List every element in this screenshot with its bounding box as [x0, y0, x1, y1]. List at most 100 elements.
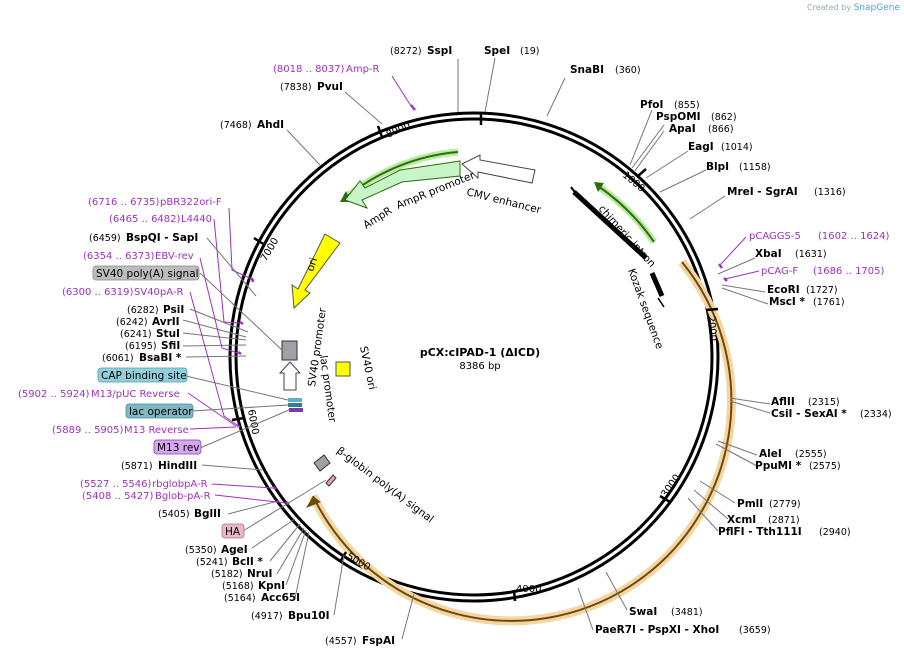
enzyme-pos: (360)	[615, 65, 641, 76]
enzyme-pos: (6242)	[116, 317, 148, 328]
primer-name: M13/pUC Reverse	[91, 389, 180, 400]
enzyme-name: Bpu10I	[288, 610, 330, 622]
cap-site-mark	[288, 398, 302, 402]
orf-arrowhead	[306, 496, 321, 508]
enzyme-pos: (2779)	[769, 499, 801, 510]
enzyme-pos: (862)	[711, 112, 737, 123]
lac-promoter-arrow	[278, 361, 302, 391]
enzyme-name: PflFI - Tth111I	[718, 526, 802, 538]
ha-box	[221, 523, 245, 539]
enzyme-name: HindIII	[158, 460, 197, 472]
chimeric-intron-bar	[572, 190, 648, 260]
enzyme-name: AleI	[759, 448, 782, 460]
enzyme-pos: (1014)	[721, 142, 753, 153]
enzyme-name: PaeR7I - PspXI - XhoI	[595, 624, 719, 636]
primer-marks	[236, 104, 728, 506]
enzyme-name: FspAI	[362, 635, 395, 647]
primer-pos: (6716 .. 6735)	[88, 197, 160, 208]
enzyme-pos: (3481)	[671, 607, 703, 618]
enzyme-name: XcmI	[727, 514, 756, 526]
enzyme-name: PsiI	[163, 304, 184, 316]
bglobin-label: β-globin poly(A) signal	[334, 445, 436, 526]
lac-operator-box	[125, 403, 194, 419]
ori-arrow	[291, 233, 341, 310]
enzyme-name: AhdI	[257, 119, 284, 131]
primer-name: EBV-rev	[155, 251, 194, 262]
enzyme-pos: (4917)	[251, 611, 283, 622]
enzyme-name: BlpI	[706, 161, 729, 173]
enzyme-pos: (1727)	[806, 285, 838, 296]
tick-4000: 4000	[516, 584, 541, 595]
enzyme-name: AgeI	[221, 544, 248, 556]
lac-operator-mark	[288, 403, 302, 407]
cap-site-box	[97, 367, 188, 383]
enzyme-name: BglII	[194, 508, 221, 520]
enzyme-pos: (8272)	[390, 46, 422, 57]
enzyme-name: SnaBI	[570, 64, 604, 76]
lac-promoter-label: lac promoter	[317, 355, 338, 424]
primer-pos: (8018 .. 8037)	[273, 64, 345, 75]
snapgene-credit: Created by SnapGene	[807, 3, 900, 13]
m13-rev-box	[153, 439, 202, 455]
enzyme-pos: (4557)	[325, 636, 357, 647]
ori-label: ori	[304, 256, 320, 273]
enzyme-name: ApaI	[669, 123, 696, 135]
enzyme-name: EcoRI	[767, 284, 800, 296]
orf-arc	[312, 261, 733, 622]
enzyme-pos: (7468)	[220, 120, 252, 131]
ha-tag-box	[325, 474, 337, 487]
enzyme-pos: (6241)	[120, 329, 152, 340]
primer-pos: (5408 .. 5427)	[82, 491, 154, 502]
bglobin-box	[313, 454, 331, 472]
enzyme-pos: (5241)	[196, 557, 228, 568]
enzyme-name: CsiI - SexAI *	[771, 408, 847, 420]
enzyme-pos: (6282)	[127, 305, 159, 316]
primer-labels: (8018 .. 8037) Amp-R (6716 .. 6735) pBR3…	[18, 64, 890, 502]
sv40-polya-box	[92, 265, 200, 281]
tick-2000: 2000	[705, 315, 718, 341]
primer-name: pCAGGS-5	[749, 231, 801, 242]
enzyme-name: BsaBI *	[139, 352, 182, 364]
chimeric-arc	[597, 185, 655, 243]
enzyme-pos: (3659)	[739, 625, 771, 636]
m13-rev-label: M13 rev	[157, 442, 200, 454]
orf-arc-highlight	[308, 259, 736, 626]
cmv-enhancer-label: CMV enhancer	[465, 186, 543, 216]
enzyme-name: SspI	[427, 45, 452, 57]
enzyme-pos: (5350)	[185, 545, 217, 556]
plasmid-length: 8386 bp	[459, 361, 500, 372]
sv40-polya-label: SV40 poly(A) signal	[96, 268, 199, 280]
enzyme-name: XbaI	[755, 248, 782, 260]
enzyme-pos: (6061)	[102, 353, 134, 364]
credit-prefix: Created by	[807, 3, 852, 12]
enzyme-name: BclI *	[232, 556, 263, 568]
enzyme-pos: (5182)	[211, 569, 243, 580]
cmv-enhancer-arrow	[461, 154, 536, 184]
enzyme-name: EagI	[688, 141, 714, 153]
enzyme-pos: (866)	[708, 124, 734, 135]
primer-name: M13 Reverse	[124, 425, 189, 436]
primer-name: rbglobpA-R	[152, 479, 208, 490]
enzyme-name: KpnI	[258, 580, 285, 592]
kozak-label: Kozak sequence	[625, 267, 665, 351]
primer-name: pCAG-F	[761, 266, 798, 277]
enzyme-name: PspOMI	[656, 111, 701, 123]
enzyme-pos: (855)	[674, 100, 700, 111]
enzyme-name: SwaI	[629, 606, 657, 618]
primer-name: Amp-R	[346, 64, 380, 75]
enzyme-pos: (1761)	[813, 297, 845, 308]
primer-pos: (1686 .. 1705)	[813, 266, 885, 277]
enzyme-name: PvuI	[317, 81, 343, 93]
boxed-labels: SV40 poly(A) signal CAP binding site lac…	[92, 265, 245, 539]
kozak-tick	[657, 297, 665, 308]
enzyme-leaders	[182, 57, 771, 640]
enzyme-name: SpeI	[484, 45, 510, 57]
enzyme-name: BspQI - SapI	[126, 232, 198, 244]
enzyme-pos: (5871)	[121, 461, 153, 472]
enzyme-name: SfiI	[161, 340, 180, 352]
enzyme-pos: (1631)	[795, 249, 827, 260]
primer-leaders	[187, 75, 760, 504]
primer-pos: (6465 .. 6482)	[109, 214, 181, 225]
sv40-ori-label: SV40 ori	[357, 345, 378, 391]
enzyme-name: NruI	[247, 568, 272, 580]
